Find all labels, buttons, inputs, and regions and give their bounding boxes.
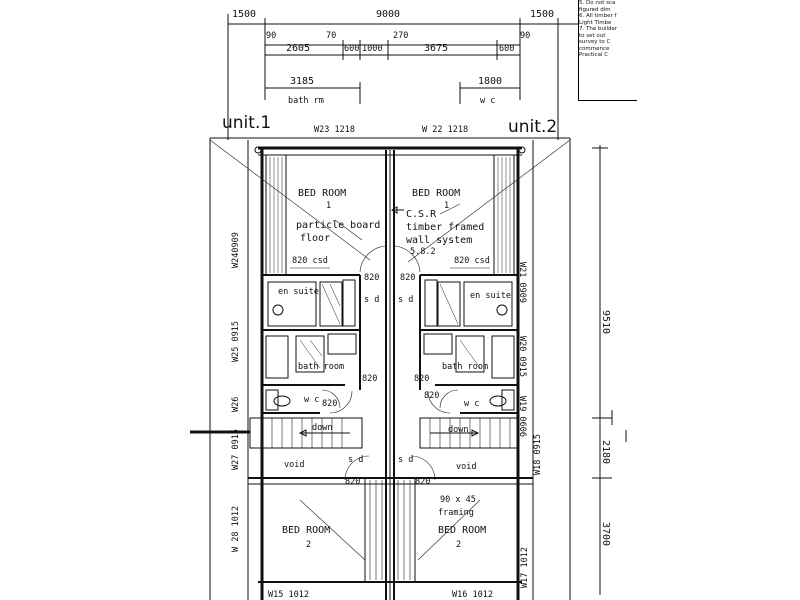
window-w27: W27 0915 [231,429,241,470]
note-line: Light Timbe [579,19,612,26]
door-820-a: 820 [364,273,379,283]
dim-top-total: 9000 [376,9,400,20]
csr-label-3: wall system [406,235,472,246]
window-w19: W19 0606 [517,396,527,437]
void-unit1-label: void [284,460,304,470]
bedroom2-unit1-label: BED ROOM [282,525,330,536]
bedroom1-unit2-label: BED ROOM [412,188,460,199]
dim-row4-b: 1800 [478,76,502,87]
landing-820-a: 820 [345,477,360,487]
window-w18: W18 0915 [533,434,543,475]
bath-820-unit2: 820 [414,374,429,384]
dim-row2-c: 270 [393,31,408,41]
particle-board-label-2: floor [300,233,330,244]
dim-label-bath: bath rm [288,96,324,106]
landing-820-b: 820 [415,477,430,487]
wc-unit2-label: w c [464,399,479,409]
sd-landing-b: s d [398,455,413,465]
dim-row2-b: 70 [326,31,336,41]
dim-right-2180: 2180 [600,440,611,464]
wc-unit1-label: w c [304,395,319,405]
dim-top-right: 1500 [530,9,554,20]
dim-right-3700: 3700 [600,522,611,546]
unit1-wet-areas [262,274,361,414]
leader-lines [209,139,571,561]
sd-landing-a: s d [348,455,363,465]
sd-label-b: s d [398,295,413,305]
door-820-b: 820 [400,273,415,283]
framing-label-1: 90 x 45 [440,495,476,505]
framing-label-2: framing [438,508,474,518]
wc-820-unit1: 820 [322,399,337,409]
party-wall [385,150,395,600]
dimension-lines-top: 1500 9000 1500 90 70 270 90 2605 600 100… [227,9,585,140]
stairs [249,417,519,583]
note-line: Practical C [579,52,609,58]
window-w23: W23 1218 [314,125,355,135]
dim-row4-a: 3185 [290,76,314,87]
ensuite-unit1-label: en suite [278,287,319,297]
dim-row3-a: 2605 [286,43,310,54]
ensuite-unit2-label: en suite [470,291,511,301]
window-w28: W 28 1012 [231,506,241,552]
bath-820-unit1: 820 [362,374,377,384]
room-labels: BED ROOM BED ROOM 1 1 particle board flo… [278,188,511,550]
dim-label-wc: w c [480,96,495,106]
bath-unit2-label: bath room [442,362,488,372]
window-tags: W23 1218 W 22 1218 W240909 W25 0915 W26 … [231,125,543,600]
csr-label-2: timber framed [406,222,484,233]
note-line: survey to C [579,39,611,45]
bedroom1-unit1-number: 1 [326,201,331,211]
csd-label-unit1: 820 csd [292,256,328,266]
dim-row3-d: 3675 [424,43,448,54]
window-w26: W26 [231,397,241,412]
window-w16: W16 1012 [452,590,493,600]
note-line: 7. The builder [579,26,618,32]
dim-top-left: 1500 [232,9,256,20]
note-line: 5. Do not sca [579,0,616,6]
window-w21: W21 0909 [517,262,527,303]
note-line: 6. All timber f [579,13,617,19]
dim-row2-d: 90 [520,31,530,41]
void-unit2-label: void [456,462,476,472]
bedroom2-unit2-number: 2 [456,540,461,550]
unit-2-label: unit.2 [508,117,557,137]
window-w15: W15 1012 [268,590,309,600]
door-swings [290,245,490,481]
note-line: to set out [579,32,606,39]
wc-820-unit2: 820 [424,391,439,401]
stairs-down-unit2: down [448,425,468,435]
note-line: figured dim [579,6,611,13]
particle-board-label-1: particle board [296,220,380,231]
window-w20: W20 0915 [517,336,527,377]
window-w24: W240909 [231,232,241,268]
window-w17: W17 1012 [520,547,530,588]
dim-right-9510: 9510 [600,310,611,334]
general-notes-panel: 5. Do not sca figured dim 6. All timber … [578,0,637,101]
csr-label-1: C.S.R [406,209,437,220]
dim-row3-e: 600 [499,44,514,54]
bedroom2-unit1-number: 2 [306,540,311,550]
csr-label-4: 5.8.2 [410,247,436,257]
dim-row2-a: 90 [266,31,276,41]
window-w22: W 22 1218 [422,125,468,135]
sd-label-a: s d [364,295,379,305]
dim-row3-c: 1000 [362,44,382,54]
stairs-down-unit1: down [312,423,332,433]
bath-unit1-label: bath room [298,362,344,372]
unit2-wet-areas [419,274,518,414]
unit-1-label: unit.1 [222,113,271,133]
bedroom2-unit2-label: BED ROOM [438,525,486,536]
csd-label-unit2: 820 csd [454,256,490,266]
dim-row3-b: 600 [344,44,359,54]
note-line: commence [579,45,610,52]
bedroom1-unit2-number: 1 [444,201,449,211]
bedroom1-unit1-label: BED ROOM [298,188,346,199]
window-w25: W25 0915 [231,321,241,362]
dimension-lines-right: 9510 2180 3700 [592,145,627,595]
